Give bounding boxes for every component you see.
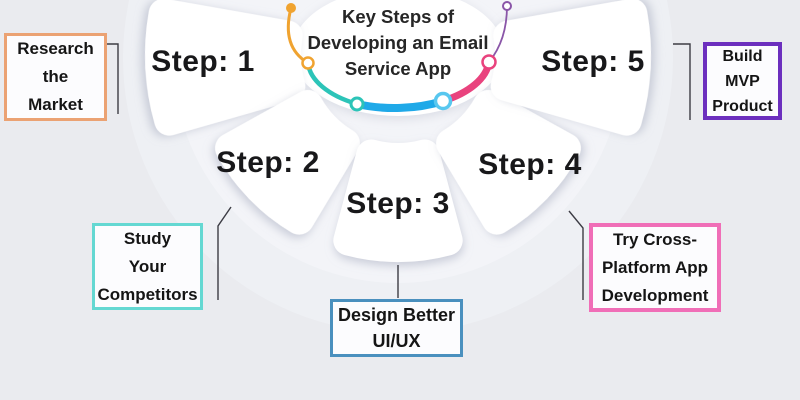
- label-line: UI/UX: [372, 331, 421, 351]
- connector-mvp: [673, 43, 691, 120]
- label-line: Research: [17, 39, 94, 58]
- step-4-label: Step: 4: [478, 148, 582, 181]
- label-line: Design Better: [337, 305, 456, 325]
- diagram-title: Key Steps of Developing an Email Service…: [298, 4, 498, 82]
- label-box-cross-platform-development: Try Cross- Platform App Development: [589, 223, 721, 312]
- label-line: Competitors: [97, 284, 198, 304]
- title-line-3: Service App: [344, 58, 452, 79]
- connector-cross: [568, 210, 584, 300]
- connector-research: [107, 43, 119, 114]
- label-box-study-your-competitors: Study Your Competitors: [92, 223, 203, 310]
- title-line-1: Key Steps of: [341, 6, 455, 27]
- label-line: Market: [28, 95, 83, 114]
- label-line: Platform App: [601, 257, 709, 277]
- label-line: Build: [722, 47, 763, 65]
- label-line: Development: [601, 285, 709, 305]
- label-box-build-mvp-product: Build MVP Product: [703, 42, 782, 120]
- arc-node-orange-open: [301, 56, 315, 70]
- arc-node-purple-open: [502, 1, 512, 11]
- arc-node-teal-open: [349, 96, 365, 112]
- step-5-label: Step: 5: [541, 45, 645, 78]
- label-box-design-better-uiux: Design Better UI/UX: [330, 299, 463, 357]
- arc-node-orange-filled: [286, 3, 296, 13]
- label-box-research-the-market: Research the Market: [4, 33, 107, 121]
- step-2-label: Step: 2: [216, 146, 320, 179]
- label-line: Study: [123, 228, 172, 248]
- center-disc: [292, 0, 504, 116]
- step-1-label: Step: 1: [151, 45, 255, 78]
- label-line: MVP: [725, 72, 760, 90]
- step-3-label: Step: 3: [346, 187, 450, 220]
- label-line: Your: [128, 256, 167, 276]
- connector-study: [217, 206, 232, 300]
- label-line: the: [42, 67, 69, 86]
- title-line-2: Developing an Email: [307, 32, 489, 53]
- arc-node-blue-open: [433, 91, 453, 111]
- arc-node-pink-open: [481, 54, 497, 70]
- label-line: Product: [712, 97, 773, 115]
- label-line: Try Cross-: [612, 229, 698, 249]
